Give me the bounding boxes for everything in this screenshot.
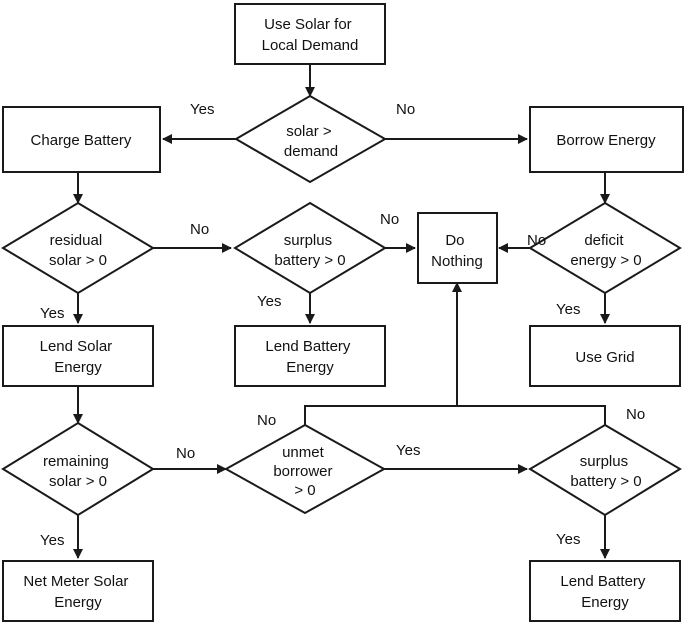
node-do-nothing: Do Nothing: [417, 212, 498, 284]
node-lend-solar-label: Lend Solar Energy: [40, 338, 117, 376]
label-residual-no: No: [190, 221, 209, 238]
label-deficit-yes: Yes: [556, 301, 580, 318]
node-net-meter: Net Meter Solar Energy: [2, 560, 154, 622]
decision-unmet-borrower-label: unmet borrower > 0: [273, 444, 336, 499]
node-lend-battery-2: Lend Battery Energy: [529, 560, 681, 622]
node-charge-battery: Charge Battery: [2, 106, 161, 173]
decision-surplus-battery-2: surplus battery > 0: [528, 423, 682, 517]
label-surplus2-yes: Yes: [556, 531, 580, 548]
decision-solar-demand: solar > demand: [234, 94, 388, 184]
node-borrow-energy-label: Borrow Energy: [556, 132, 656, 149]
node-lend-battery-1-label: Lend Battery Energy: [265, 338, 354, 376]
node-net-meter-label: Net Meter Solar Energy: [23, 573, 132, 611]
node-use-grid-label: Use Grid: [575, 349, 634, 366]
node-use-grid: Use Grid: [529, 325, 681, 387]
label-remaining-yes: Yes: [40, 532, 64, 549]
label-surplus1-yes: Yes: [257, 293, 281, 310]
node-use-solar-label: Use Solar for Local Demand: [262, 16, 359, 54]
node-lend-battery-1: Lend Battery Energy: [234, 325, 386, 387]
decision-deficit-energy: deficit energy > 0: [528, 201, 682, 295]
edge-surplus-battery-2-no-to-do-nothing: [457, 405, 606, 425]
node-borrow-energy: Borrow Energy: [529, 106, 684, 173]
decision-deficit-energy-label: deficit energy > 0: [570, 232, 641, 269]
decision-residual-solar-label: residual solar > 0: [49, 232, 107, 269]
label-surplus1-no: No: [380, 211, 399, 228]
node-use-solar: Use Solar for Local Demand: [234, 3, 386, 65]
edge-unmet-no-to-do-nothing: [304, 282, 462, 425]
node-do-nothing-label: Do Nothing: [431, 232, 483, 270]
node-lend-battery-2-label: Lend Battery Energy: [560, 573, 649, 611]
decision-residual-solar: residual solar > 0: [1, 201, 155, 295]
decision-remaining-solar-label: remaining solar > 0: [43, 453, 113, 490]
label-solar-demand-yes: Yes: [190, 101, 214, 118]
label-unmet-no: No: [257, 412, 276, 429]
node-lend-solar: Lend Solar Energy: [2, 325, 154, 387]
decision-solar-demand-label: solar > demand: [284, 123, 338, 160]
label-unmet-yes: Yes: [396, 442, 420, 459]
label-solar-demand-no: No: [396, 101, 415, 118]
label-surplus2-no: No: [626, 406, 645, 423]
label-residual-yes: Yes: [40, 305, 64, 322]
decision-unmet-borrower: unmet borrower > 0: [223, 423, 387, 515]
decision-surplus-battery-1-label: surplus battery > 0: [274, 232, 345, 269]
decision-surplus-battery-1: surplus battery > 0: [233, 201, 387, 295]
edge-labels: Yes No No Yes No Yes No Yes No Yes No Ye…: [40, 101, 645, 549]
connectors: [73, 64, 610, 559]
decision-remaining-solar: remaining solar > 0: [1, 421, 155, 517]
label-remaining-no: No: [176, 445, 195, 462]
node-charge-battery-label: Charge Battery: [31, 132, 132, 149]
decision-surplus-battery-2-label: surplus battery > 0: [570, 453, 641, 490]
label-deficit-no: No: [527, 232, 546, 249]
